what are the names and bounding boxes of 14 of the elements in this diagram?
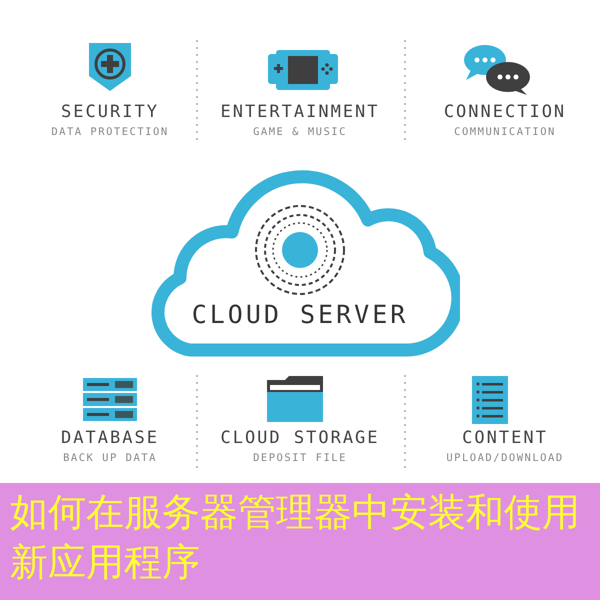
- title: CONNECTION: [442, 102, 568, 122]
- title: CLOUD STORAGE: [219, 428, 381, 448]
- title: DATABASE: [60, 428, 160, 448]
- cloud-label: CLOUD SERVER: [190, 300, 410, 329]
- caption: 如何在服务器管理器中安装和使用新应用程序: [10, 489, 580, 586]
- subtitle: GAME & MUSIC: [252, 126, 348, 138]
- subtitle: UPLOAD/DOWNLOAD: [445, 452, 565, 464]
- title: ENTERTAINMENT: [219, 102, 381, 122]
- subtitle: DATA PROTECTION: [50, 126, 170, 138]
- subtitle: COMMUNICATION: [453, 126, 557, 138]
- subtitle: DEPOSIT FILE: [252, 452, 348, 464]
- title: CONTENT: [461, 428, 549, 448]
- subtitle: BACK UP DATA: [62, 452, 158, 464]
- title: SECURITY: [60, 102, 160, 122]
